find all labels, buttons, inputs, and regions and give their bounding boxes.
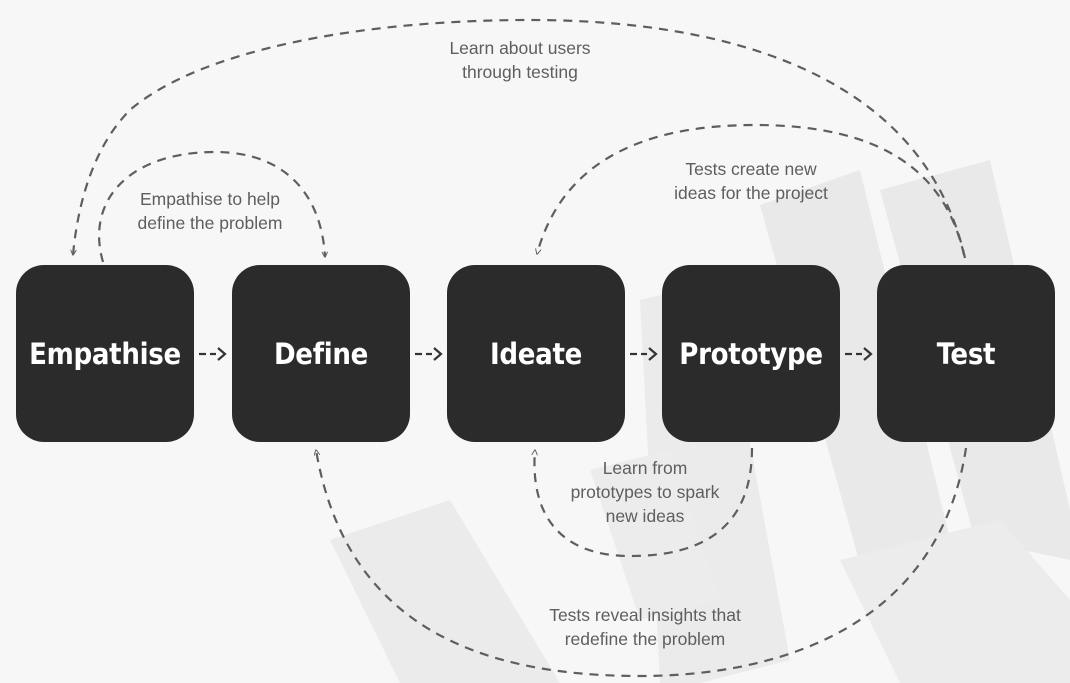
annotation-tests-create-new: Tests create new ideas for the project (640, 157, 862, 205)
annotation-line: Learn from (602, 458, 688, 478)
annotation-line: through testing (462, 62, 578, 82)
annotation-line: Tests reveal insights that (549, 605, 741, 625)
watermark-stripe-6 (590, 450, 720, 620)
arrow-test-to-empathise (73, 18, 967, 259)
annotation-line: new ideas (605, 506, 685, 526)
connector-ideate-prototype (630, 347, 658, 361)
arrow-test-to-ideate (537, 123, 966, 255)
stage-label-define: Define (273, 336, 369, 371)
stage-prototype: Prototype (662, 265, 840, 442)
stage-label-test: Test (936, 336, 996, 371)
stage-define: Define (232, 265, 410, 442)
arrow-test-to-define (316, 447, 968, 678)
annotation-line: ideas for the project (674, 183, 828, 203)
annotation-learn-about-users: Learn about users through testing (410, 36, 630, 84)
annotation-empathise-to-help: Empathise to help define the problem (110, 187, 310, 235)
annotation-line: redefine the problem (564, 629, 726, 649)
stage-label-empathise: Empathise (29, 336, 181, 371)
annotation-learn-from-prototypes: Learn from prototypes to spark new ideas (540, 456, 750, 528)
stage-empathise: Empathise (16, 265, 194, 442)
connector-empathise-define (199, 347, 227, 361)
arrow-prototype-to-ideate (534, 447, 754, 558)
connector-define-ideate (415, 347, 443, 361)
annotation-line: prototypes to spark (570, 482, 720, 502)
watermark-stripe-4 (330, 500, 560, 683)
annotation-line: Learn about users (449, 38, 591, 58)
annotation-line: Empathise to help (139, 189, 281, 209)
watermark-stripe-5 (840, 520, 1070, 683)
stage-label-prototype: Prototype (679, 336, 823, 371)
annotation-tests-reveal-insights: Tests reveal insights that redefine the … (510, 603, 780, 651)
stage-label-ideate: Ideate (489, 336, 583, 371)
annotation-line: define the problem (137, 213, 283, 233)
arrow-empathise-to-define (98, 150, 325, 263)
stage-test: Test (877, 265, 1055, 442)
annotation-line: Tests create new (685, 159, 817, 179)
connector-prototype-test (845, 347, 873, 361)
stage-ideate: Ideate (447, 265, 625, 442)
